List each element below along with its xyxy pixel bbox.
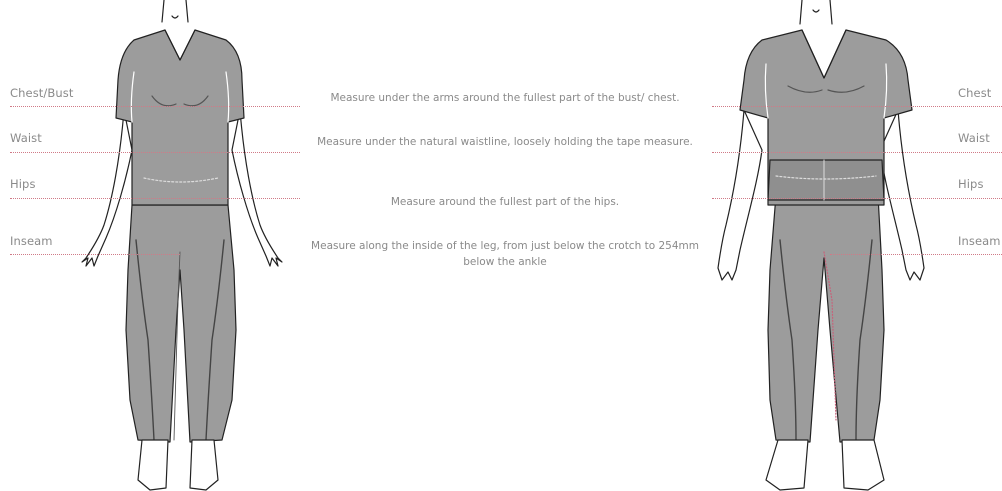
instruction-chest: Measure under the arms around the fulles… <box>305 90 705 106</box>
instruction-hips: Measure around the fullest part of the h… <box>305 194 705 210</box>
right-guide-waist <box>712 152 1002 153</box>
right-label-inseam: Inseam <box>958 234 1001 248</box>
male-left-arm <box>718 110 762 280</box>
left-label-waist: Waist <box>10 131 42 145</box>
female-right-arm <box>232 110 282 266</box>
female-pants <box>126 205 236 442</box>
instruction-inseam: Measure along the inside of the leg, fro… <box>305 238 705 270</box>
female-neck <box>162 0 188 22</box>
right-label-waist: Waist <box>958 131 990 145</box>
right-label-hips: Hips <box>958 177 984 191</box>
male-feet <box>766 440 884 490</box>
left-guide-hips <box>10 198 300 199</box>
female-figure-illustration <box>72 0 302 491</box>
male-pants <box>768 195 884 442</box>
male-waistband <box>768 160 884 200</box>
left-label-inseam: Inseam <box>10 234 53 248</box>
right-guide-chest <box>712 106 1002 107</box>
left-label-chest: Chest/Bust <box>10 86 73 100</box>
left-label-hips: Hips <box>10 177 36 191</box>
right-guide-hips <box>712 198 1002 199</box>
left-guide-waist <box>10 152 300 153</box>
right-label-chest: Chest <box>958 86 991 100</box>
left-guide-chest <box>10 106 300 107</box>
right-guide-inseam <box>830 254 1002 255</box>
female-left-arm <box>82 110 132 266</box>
female-feet <box>138 440 218 490</box>
male-figure-illustration <box>706 0 936 491</box>
instruction-waist: Measure under the natural waistline, loo… <box>305 134 705 150</box>
left-guide-inseam <box>10 254 180 255</box>
female-top <box>116 30 244 205</box>
